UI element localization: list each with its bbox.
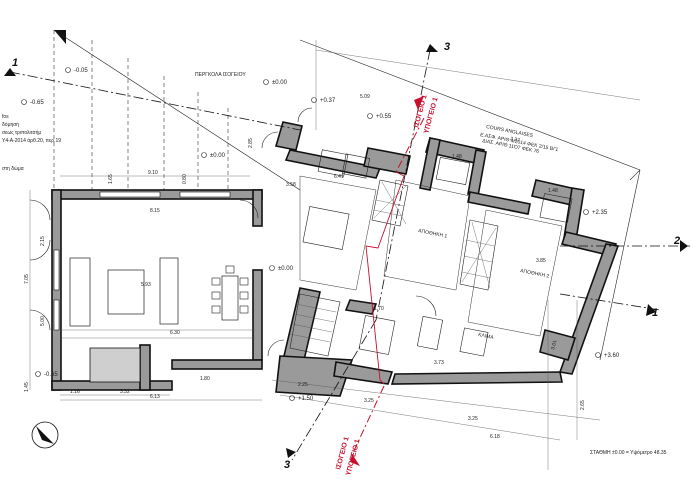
- dimension: 1.70: [374, 306, 384, 312]
- level-marker: -0.65: [44, 372, 58, 378]
- floor-boundary-red: [350, 96, 425, 466]
- dimensions: 5.09 9.10 6.41 3.58 8.15 5.93 6.30 3.32 …: [24, 94, 586, 440]
- dimension: 1.16: [70, 389, 80, 395]
- section-label: 1: [652, 307, 658, 319]
- dimension: 3.25: [468, 416, 478, 422]
- section-arrow: [286, 448, 296, 458]
- level-marker: +1.50: [298, 396, 314, 402]
- dimension: 6.30: [170, 330, 180, 336]
- note-line: σεως τριπολιτσήμ: [2, 129, 41, 136]
- sofa-right: [159, 257, 179, 325]
- windows-left: [53, 191, 231, 331]
- section-label: 1: [12, 57, 18, 69]
- level-marker: +3.60: [604, 353, 620, 359]
- dimension: 8.15: [150, 208, 160, 214]
- note-line: fos: [2, 114, 9, 120]
- section-label: 3: [444, 41, 450, 53]
- dimension: 3.58: [286, 182, 296, 188]
- stairs: [289, 179, 499, 357]
- dimension: 1.48: [548, 188, 558, 194]
- pergola-lines: [60, 40, 250, 190]
- section-arrow: [646, 304, 656, 316]
- dimension: 1.45: [24, 382, 30, 392]
- room-label: ΑΠΟΘΗΚΗ 2: [520, 268, 550, 280]
- dimension: 5.09: [360, 94, 370, 100]
- section-lines: [4, 44, 690, 461]
- note-line: Υ4-Α-2014 άρθ.20, περ.19: [2, 137, 61, 144]
- coffee-table: [107, 269, 145, 315]
- level-marker: -0.65: [30, 100, 44, 106]
- section-arrow: [426, 44, 438, 52]
- dimension: 1.65: [108, 174, 114, 184]
- level-reference-note: ΣΤΑΘΜΗ ±0.00 = Υψόμετρο 48.35: [590, 449, 667, 456]
- level-marker: +2.35: [592, 210, 608, 216]
- dimension: 6.41: [334, 174, 344, 180]
- dimension: 2.15: [40, 236, 46, 246]
- level-marker: +0.37: [320, 98, 336, 104]
- section-line-1-right: [559, 293, 661, 311]
- door-swings: [29, 107, 437, 357]
- dimension: 3.01: [550, 339, 558, 350]
- north-arrow: [31, 421, 59, 449]
- room-label: ΚΛΙΜΑ: [478, 332, 495, 341]
- dimension: 3.85: [536, 258, 546, 264]
- dimension: 1.80: [200, 376, 210, 382]
- note-line: στη δώμα: [2, 165, 24, 172]
- dimension: 0.80: [182, 174, 188, 184]
- level-marker: -0.05: [74, 68, 88, 74]
- sofa-left: [69, 257, 91, 327]
- dimension: 6.18: [490, 434, 500, 440]
- level-markers: -0.05 -0.65 ±0.00 +0.37 +0.55 ±0.00 ±0.0…: [21, 67, 620, 402]
- section-label: 2: [673, 235, 680, 247]
- dining-table: [221, 275, 239, 321]
- dimension: 7.05: [24, 274, 30, 284]
- dimension: 2.37: [510, 136, 521, 144]
- corner-marker: [54, 30, 66, 44]
- section-arrow: [680, 240, 688, 252]
- basement-interior: [299, 149, 573, 357]
- dimension: 2.25: [298, 382, 308, 388]
- basement-walls: [274, 121, 620, 397]
- dimension: 1.48: [452, 154, 462, 160]
- plot-boundary-diagonal: [53, 29, 301, 191]
- level-marker: ±0.00: [210, 153, 226, 159]
- left-notes: fos δόμησή σεως τριπολιτσήμ Υ4-Α-2014 άρ…: [2, 114, 61, 172]
- furniture: [60, 257, 255, 331]
- level-marker: +0.55: [376, 114, 392, 120]
- section-line-1-top: [9, 71, 301, 131]
- dimension: 2.85: [248, 138, 254, 148]
- dimension: 9.10: [148, 170, 158, 176]
- section-line-3: [375, 49, 431, 321]
- dimension: 2.65: [580, 400, 586, 410]
- north-arrow-icon: [36, 426, 54, 444]
- note-line: δόμησή: [2, 121, 19, 128]
- room-label: ΑΠΟΘΗΚΗ 1: [418, 228, 448, 240]
- level-marker: ±0.00: [278, 266, 294, 272]
- plot-boundary-right: [271, 39, 641, 470]
- dimension: 5.00: [40, 316, 46, 326]
- dimension: 6.13: [150, 394, 160, 400]
- section-label: 3: [284, 459, 290, 471]
- pergola-label: ΠΕΡΓΚΟΛΑ ΙΣΟΓΕΙΟΥ: [195, 72, 246, 78]
- dimension: 3.32: [120, 389, 130, 395]
- dimension: 3.25: [364, 398, 374, 404]
- dimension: 3.73: [434, 360, 444, 366]
- dimension: 5.93: [141, 282, 151, 288]
- level-marker: ±0.00: [272, 80, 288, 86]
- section-arrow: [4, 68, 16, 76]
